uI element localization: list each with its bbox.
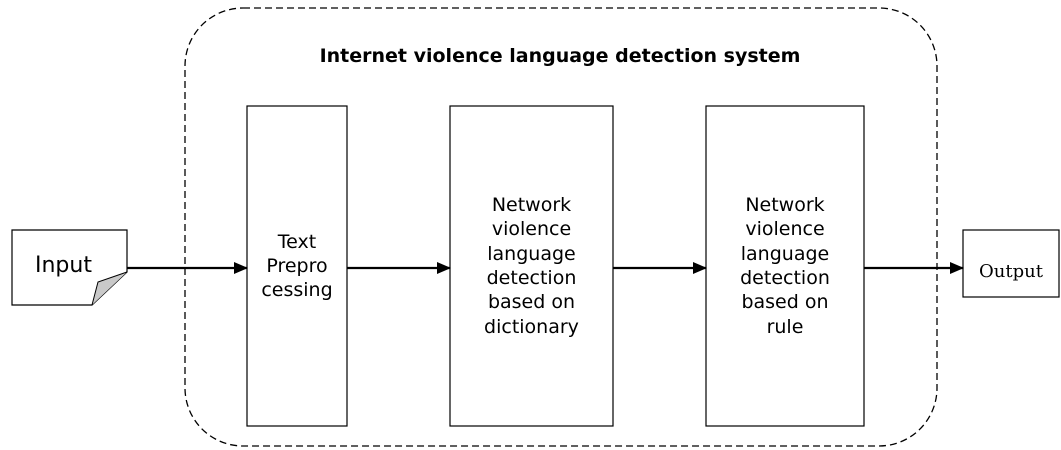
- dictionary-detection-box-text: Network violence language detection base…: [450, 106, 613, 426]
- rule-detection-box: [705, 105, 865, 427]
- dictionary-detection-label: Network violence language detection base…: [484, 194, 579, 338]
- rule-detection-label: Network violence language detection base…: [740, 194, 830, 338]
- output-box: [962, 229, 1060, 298]
- output-label: Output: [979, 261, 1043, 283]
- rule-detection-box-text: Network violence language detection base…: [706, 106, 864, 426]
- preprocessing-box: [246, 105, 348, 427]
- preprocessing-box-text: Text Prepro cessing: [247, 106, 347, 426]
- input-label: Input: [35, 253, 92, 278]
- input-document-icon: [11, 229, 128, 306]
- preprocessing-label: Text Prepro cessing: [261, 230, 333, 302]
- system-boundary: [184, 7, 938, 447]
- diagram-title: Internet violence language detection sys…: [319, 45, 801, 67]
